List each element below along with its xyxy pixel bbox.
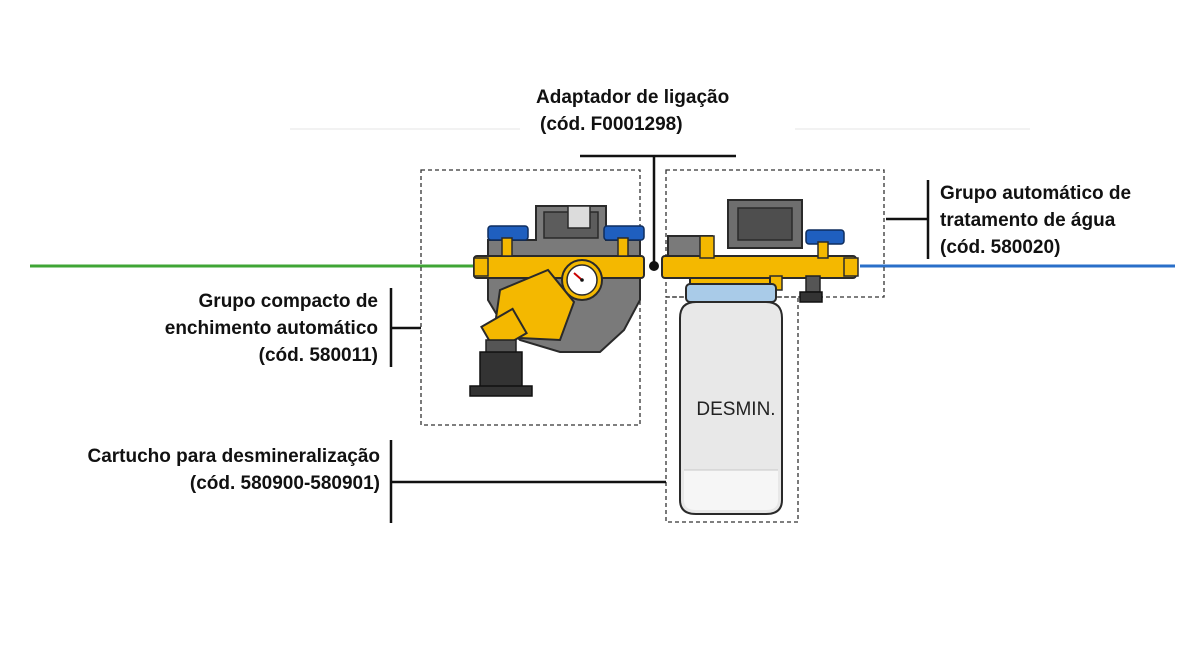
compact-group-label-line2: enchimento automático — [164, 318, 378, 339]
compact-leader — [389, 288, 421, 367]
adapter-label-line1: Adaptador de ligação — [536, 87, 730, 108]
demineralization-cartridge — [679, 277, 783, 515]
auto-group-box — [665, 169, 885, 298]
compact-filling-group — [469, 205, 659, 397]
group-auto-leader — [886, 180, 930, 259]
group-auto-label-line2: tratamento de água — [940, 210, 1116, 231]
cartridge-leader — [389, 440, 666, 523]
compact-group-label-line1: Grupo compacto de — [198, 291, 378, 312]
compact-group-label-line3: (cód. 580011) — [258, 345, 378, 366]
group-auto-label-line3: (cód. 580020) — [940, 237, 1061, 258]
cartridge-label-line2: (cód. 580900-580901) — [189, 473, 380, 494]
adapter-label-line2: (cód. F0001298) — [540, 114, 683, 135]
adapter-point — [649, 261, 659, 271]
cartridge-label-group: Cartucho para desmineralização (cód. 580… — [10, 443, 381, 497]
cartridge-label: DESMIN. — [696, 399, 776, 420]
auto-treatment-group — [661, 199, 859, 303]
group-auto-label: Grupo automático de tratamento de água (… — [940, 180, 1131, 261]
adapter-label: Adaptador de ligação (cód. F0001298) — [536, 84, 729, 138]
cartridge-label-line1: Cartucho para desmineralização — [87, 446, 381, 467]
adapter-leader — [580, 154, 736, 266]
compact-group-label: Grupo compacto de enchimento automático … — [70, 288, 378, 369]
pressure-gauge-icon — [561, 259, 603, 301]
group-auto-label-line1: Grupo automático de — [940, 183, 1132, 204]
